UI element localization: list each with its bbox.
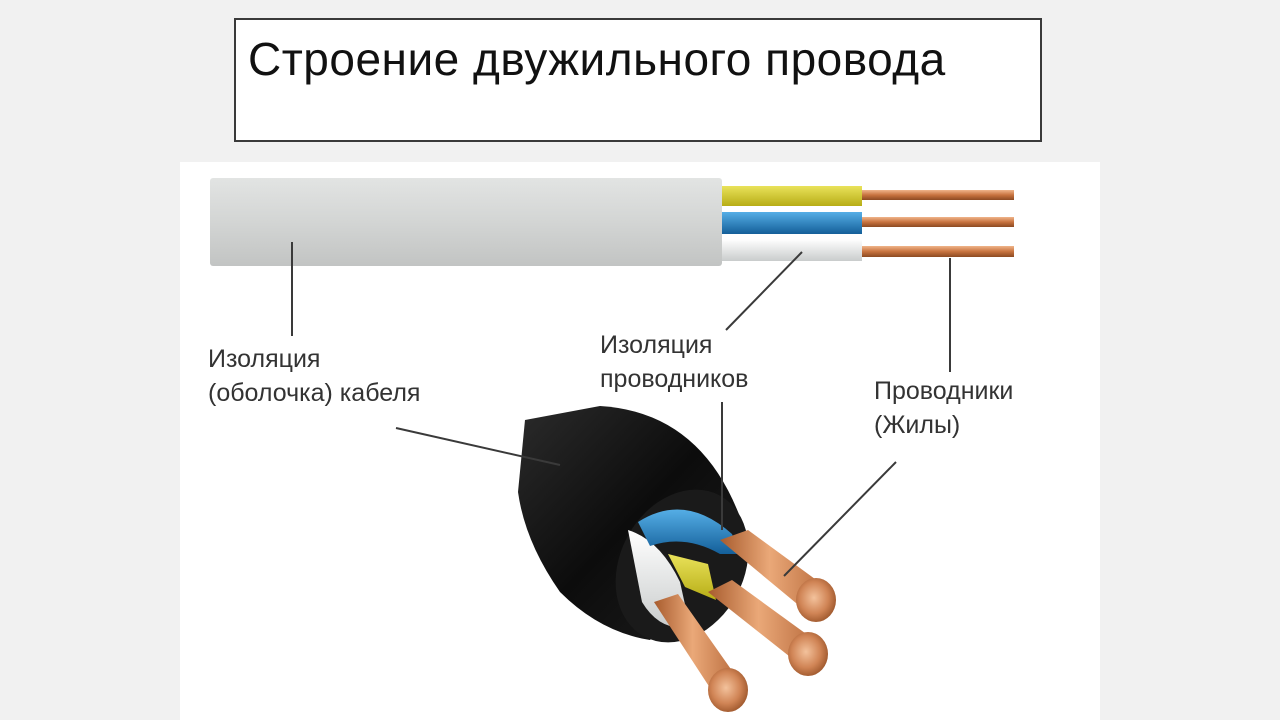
blue-core-insulation [638, 509, 740, 554]
yellow-core-insulation [668, 554, 716, 600]
conductor-2 [862, 217, 1014, 227]
conductor-3 [862, 246, 1014, 257]
pointer-conductor-insulation-up [725, 251, 803, 331]
round-cable [518, 406, 836, 712]
label-conductor-insulation: Изоляция проводников [600, 328, 748, 396]
label-conductors-line2: (Жилы) [874, 411, 961, 439]
label-conductors-line1: Проводники [874, 377, 1014, 405]
copper-rod-3 [654, 594, 748, 712]
label-cable-insulation-line2: (оболочка) кабеля [208, 379, 421, 407]
pointer-cable-insulation-down [395, 427, 561, 466]
flat-cable-sheath [210, 178, 722, 266]
label-conductors: Проводники (Жилы) [874, 374, 1013, 442]
cable-diagram: Изоляция (оболочка) кабеля Изоляция пров… [180, 162, 1100, 720]
copper-rod-2 [708, 580, 828, 676]
pointer-conductors-down [783, 461, 897, 577]
title-box: Строение двужильного провода [234, 18, 1042, 142]
label-cable-insulation: Изоляция (оболочка) кабеля [208, 342, 420, 410]
flat-cable [210, 178, 1014, 266]
core-white-insulation [722, 239, 862, 261]
page-title: Строение двужильного провода [248, 33, 946, 85]
label-conductor-insulation-line2: проводников [600, 365, 749, 393]
cable-illustration [210, 178, 1014, 712]
core-yellow-insulation [722, 186, 862, 206]
label-conductor-insulation-line1: Изоляция [600, 331, 713, 359]
pointer-lines [291, 242, 951, 577]
core-blue-insulation [722, 212, 862, 234]
conductor-1 [862, 190, 1014, 200]
copper-rod-1 [720, 530, 836, 622]
label-cable-insulation-line1: Изоляция [208, 345, 321, 373]
